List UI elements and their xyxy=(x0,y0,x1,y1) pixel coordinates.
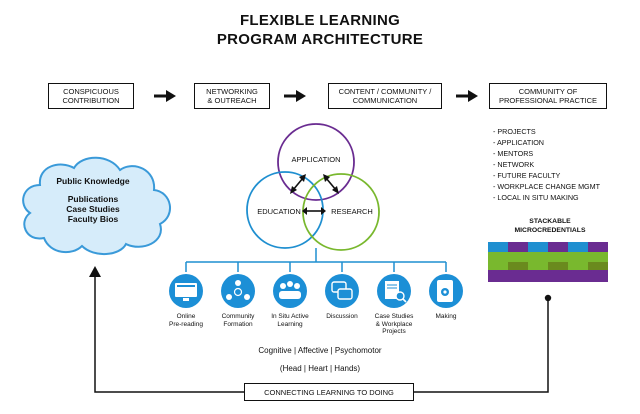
flow-box-line: COMMUNITY OF xyxy=(518,87,578,96)
cloud-item-case-studies: Case Studies xyxy=(66,204,120,214)
practice-item: WORKPLACE CHANGE MGMT xyxy=(493,181,600,192)
domains-line2: (Head | Heart | Hands) xyxy=(279,364,361,373)
venn-circle-research xyxy=(302,173,380,251)
page-title-line2: PROGRAM ARCHITECTURE xyxy=(216,31,424,48)
practice-item: MENTORS xyxy=(493,148,600,159)
venn-circle-application xyxy=(277,123,355,201)
group-icon xyxy=(273,274,307,308)
activity-label-line: In Situ Active xyxy=(271,313,309,320)
activity-label-line: Learning xyxy=(277,320,303,328)
practice-item: FUTURE FACULTY xyxy=(493,170,600,181)
activity-label-case-studies: Case Studies & Workplace Projects xyxy=(364,313,424,336)
activity-icons xyxy=(169,274,463,308)
cloud-item-faculty-bios: Faculty Bios xyxy=(67,214,119,224)
practice-list: PROJECTS APPLICATION MENTORS NETWORK FUT… xyxy=(493,126,600,203)
practice-item: APPLICATION xyxy=(493,137,600,148)
cloud-item-publications: Publications xyxy=(67,194,119,204)
flow-box-line: NETWORKING xyxy=(206,87,258,96)
flow-box-content-community: CONTENT / COMMUNITY / COMMUNICATION xyxy=(328,83,442,109)
flow-box-line: & OUTREACH xyxy=(207,96,257,105)
flow-box-community-practice: COMMUNITY OF PROFESSIONAL PRACTICE xyxy=(489,83,607,109)
feedback-loop-line xyxy=(94,276,549,393)
flow-box-networking-outreach: NETWORKING & OUTREACH xyxy=(194,83,270,109)
cloud-heading: Public Knowledge xyxy=(56,176,130,186)
venn-label-application: APPLICATION xyxy=(291,155,341,164)
venn-label-education: EDUCATION xyxy=(257,207,301,216)
chat-icon xyxy=(325,274,359,308)
flow-box-line: CONTRIBUTION xyxy=(62,96,120,105)
loop-label-box: CONNECTING LEARNING TO DOING xyxy=(244,383,414,401)
activity-label-line: Formation xyxy=(223,320,253,328)
document-search-icon xyxy=(377,274,411,308)
activity-label-community: Community Formation xyxy=(208,313,268,328)
activity-label-line: Pre-reading xyxy=(169,320,203,328)
practice-item: NETWORK xyxy=(493,159,600,170)
activity-label-line: Projects xyxy=(382,328,406,335)
activity-label-online: Online Pre-reading xyxy=(156,313,216,328)
activity-label-line: Making xyxy=(435,313,457,320)
microcredentials-grid xyxy=(488,242,608,282)
connector-lines xyxy=(185,248,447,272)
flow-box-line: CONSPICUOUS xyxy=(63,87,119,96)
cloud-shape xyxy=(22,156,171,255)
activity-label-in-situ: In Situ Active Learning xyxy=(260,313,320,328)
screen-icon xyxy=(169,274,203,308)
venn-arrowhead-icon xyxy=(290,174,339,215)
loop-label: CONNECTING LEARNING TO DOING xyxy=(264,387,394,397)
venn-label-research: RESEARCH xyxy=(331,207,373,216)
microcredentials-title-line2: MICROCREDENTIALS xyxy=(514,227,586,234)
venn-arrow-icon xyxy=(292,177,337,212)
flow-arrow-icon xyxy=(154,90,176,102)
flow-box-conspicuous-contribution: CONSPICUOUS CONTRIBUTION xyxy=(48,83,134,109)
activity-label-line: & Workplace xyxy=(375,320,413,328)
activity-label-making: Making xyxy=(416,313,476,321)
flow-box-line: CONTENT / COMMUNITY / xyxy=(338,87,432,96)
loop-arrowhead-icon xyxy=(89,266,101,277)
people-network-icon xyxy=(221,274,255,308)
activity-label-line: Community xyxy=(221,313,255,320)
flow-arrow-icon xyxy=(284,90,306,102)
practice-item: LOCAL IN SITU MAKING xyxy=(493,192,600,203)
flow-box-line: PROFESSIONAL PRACTICE xyxy=(498,96,598,105)
activity-label-discussion: Discussion xyxy=(312,313,372,321)
flow-box-line: COMMUNICATION xyxy=(352,96,418,105)
gear-device-icon xyxy=(429,274,463,308)
page-title-line1: FLEXIBLE LEARNING xyxy=(239,12,401,29)
practice-item: PROJECTS xyxy=(493,126,600,137)
loop-start-dot xyxy=(544,294,552,302)
flow-arrow-icon xyxy=(456,90,478,102)
activity-label-line: Case Studies xyxy=(374,313,414,320)
microcredentials-title-line1: STACKABLE xyxy=(529,218,571,225)
activity-label-line: Discussion xyxy=(326,313,358,320)
activity-label-line: Online xyxy=(176,313,196,320)
domains-line1: Cognitive | Affective | Psychomotor xyxy=(258,346,382,355)
